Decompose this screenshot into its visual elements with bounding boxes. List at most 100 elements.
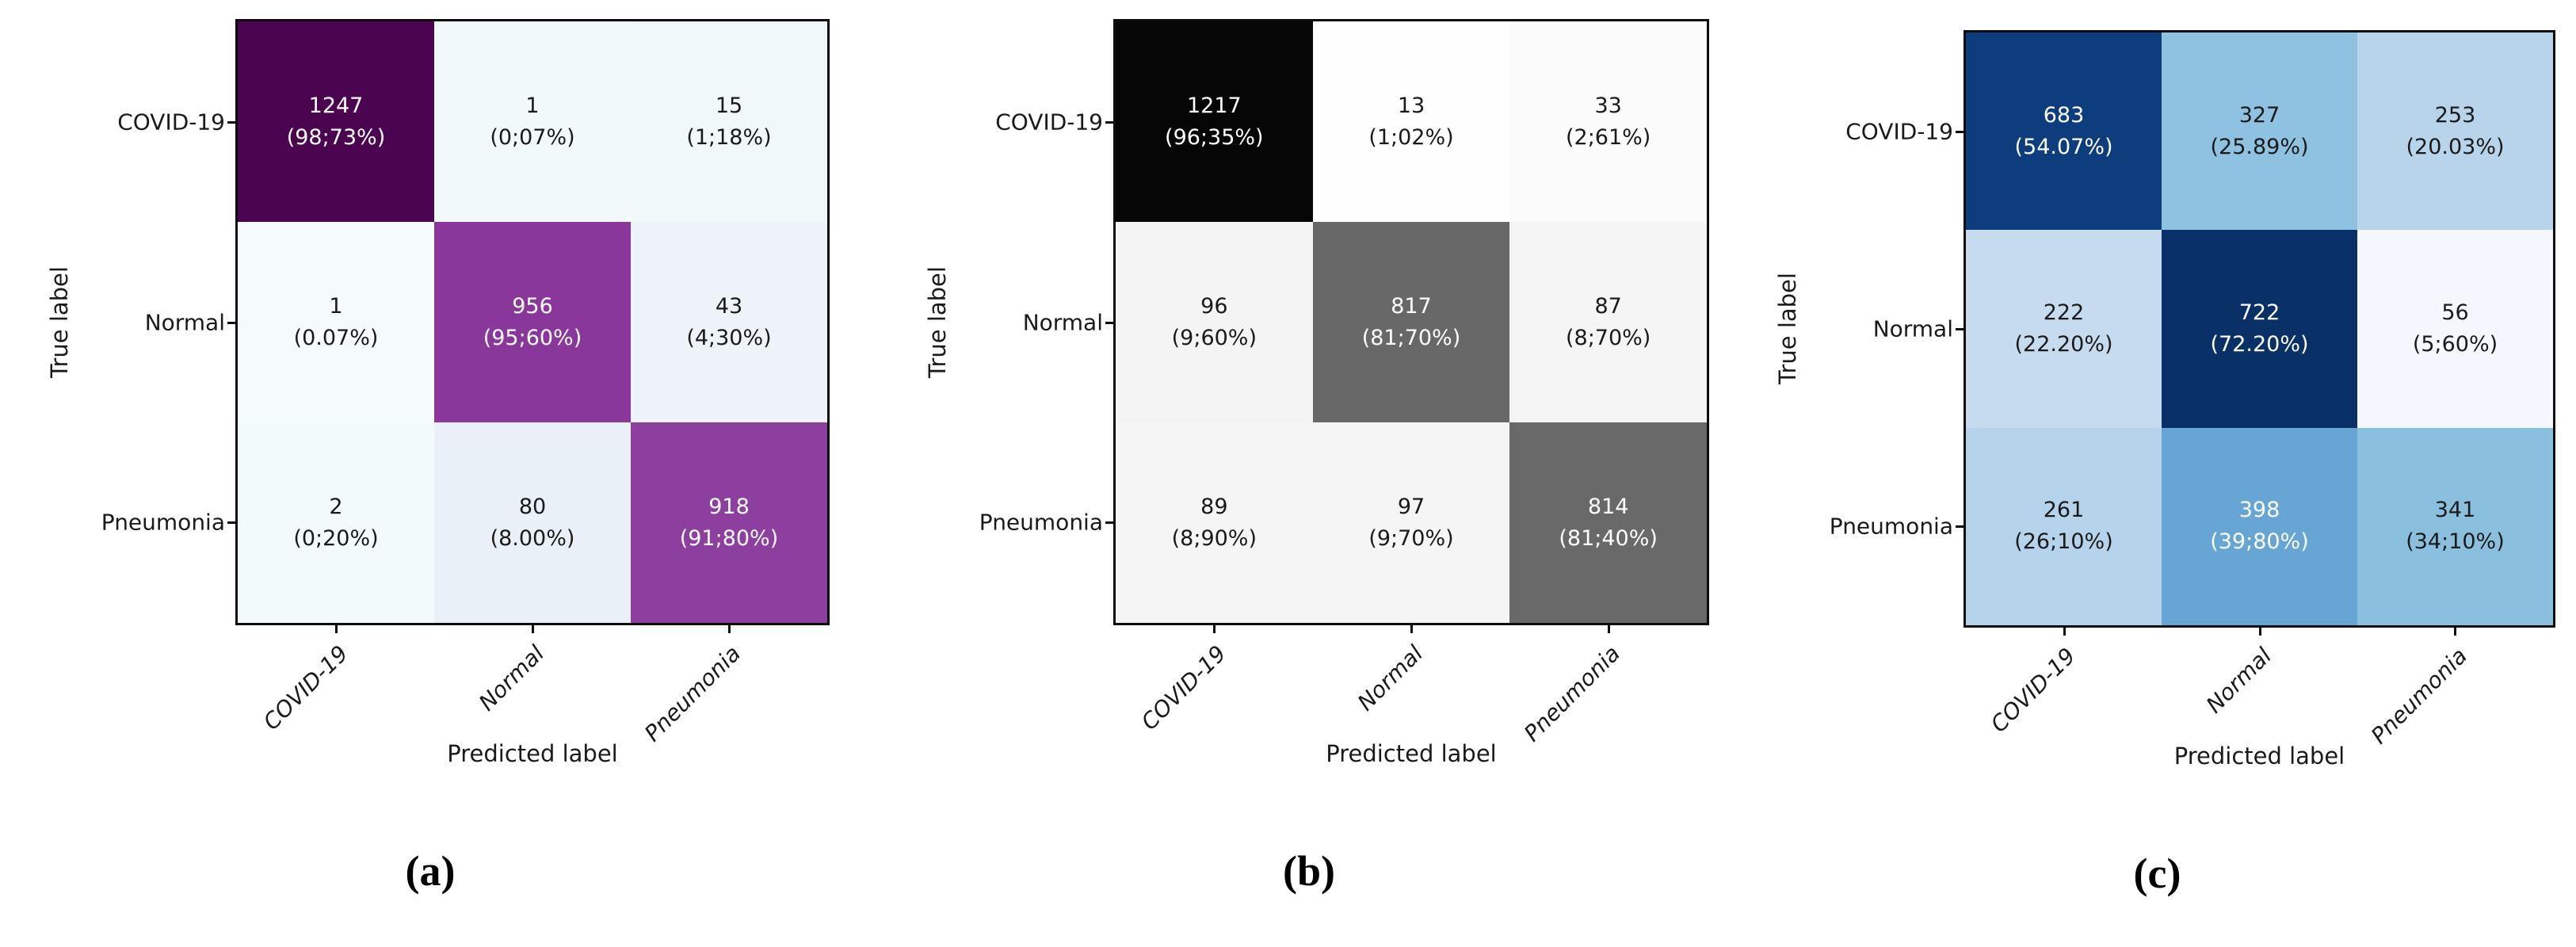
cell-count: 1 bbox=[525, 93, 540, 118]
x-tick-mark bbox=[2258, 628, 2261, 636]
cell-percent: (1;02%) bbox=[1368, 124, 1454, 150]
cell-count: 1 bbox=[329, 293, 343, 319]
cell-r1c0: 222 (22.20%) bbox=[1966, 230, 2162, 428]
y-tick-mark bbox=[1956, 525, 1963, 529]
y-tick-mark bbox=[1105, 521, 1113, 525]
cell-percent: (0.07%) bbox=[293, 325, 379, 350]
x-axis-title: Predicted label bbox=[2173, 743, 2345, 769]
cell-r0c1: 327 (25.89%) bbox=[2162, 32, 2357, 231]
panel-caption: (b) bbox=[1283, 847, 1335, 895]
cell-count: 13 bbox=[1397, 93, 1425, 118]
heatmap-cells: 683(54.07%) 327 (25.89%) 253 (20.03%) 222 (22.… bbox=[1966, 32, 2553, 625]
cell-count: 261 bbox=[2043, 498, 2085, 523]
cell-count: 87 bbox=[1594, 293, 1622, 319]
cell-r0c0: 683(54.07%) bbox=[1966, 32, 2162, 231]
cell-count: 918 bbox=[708, 494, 750, 519]
y-tick-mark bbox=[1956, 130, 1963, 133]
x-tick-mark bbox=[1213, 625, 1216, 633]
cell-percent: (91;80%) bbox=[679, 525, 779, 551]
cell-percent: (22.20%) bbox=[2014, 331, 2113, 357]
cell-count: 814 bbox=[1587, 494, 1629, 519]
y-tick-mark bbox=[227, 521, 235, 525]
cell-percent: (25.89%) bbox=[2210, 134, 2309, 159]
x-tick-label: COVID-19 bbox=[1986, 643, 2081, 738]
cell-count: 956 bbox=[512, 293, 553, 319]
y-tick-label: COVID-19 bbox=[995, 109, 1103, 135]
cell-r2c1: 80(8.00%) bbox=[434, 422, 631, 623]
panel-caption: (a) bbox=[405, 847, 456, 895]
cell-percent: (8;70%) bbox=[1565, 325, 1651, 350]
cell-percent: (2;61%) bbox=[1565, 124, 1651, 150]
cell-count: 89 bbox=[1200, 494, 1228, 519]
x-tick-label: Pneumonia bbox=[2365, 643, 2472, 750]
x-axis-title: Predicted label bbox=[447, 740, 618, 767]
x-tick-mark bbox=[727, 625, 731, 633]
panel-caption: (c) bbox=[2133, 850, 2181, 897]
cell-r2c1: 97 (9;70%) bbox=[1312, 422, 1510, 623]
cell-percent: (26;10%) bbox=[2014, 529, 2113, 555]
cell-count: 56 bbox=[2441, 300, 2469, 325]
y-tick-label: Pneumonia bbox=[1829, 513, 1953, 540]
cell-r1c0: 96(9;60%) bbox=[1116, 222, 1313, 422]
cell-r2c2: 814(81;40%) bbox=[1509, 422, 1707, 623]
x-tick-mark bbox=[335, 625, 338, 633]
cell-count: 683 bbox=[2043, 102, 2085, 128]
cell-count: 96 bbox=[1200, 293, 1228, 319]
cell-count: 2 bbox=[329, 494, 343, 519]
cell-count: 722 bbox=[2238, 300, 2280, 325]
x-tick-mark bbox=[2454, 628, 2457, 636]
cell-r2c1: 398(39;80%) bbox=[2162, 427, 2357, 625]
cell-percent: (39;80%) bbox=[2210, 529, 2309, 555]
y-axis-title: True label bbox=[1774, 273, 1801, 385]
y-tick-label: Normal bbox=[144, 309, 225, 335]
cell-r1c2: 87 (8;70%) bbox=[1509, 222, 1707, 422]
cell-r1c0: 1 (0.07%) bbox=[238, 222, 434, 422]
cell-count: 817 bbox=[1391, 293, 1432, 319]
cell-percent: (8.00%) bbox=[490, 525, 575, 551]
y-tick-label: COVID-19 bbox=[117, 109, 225, 135]
cell-r2c0: 261 (26;10%) bbox=[1966, 427, 2162, 625]
cell-r0c2: 33 (2;61%) bbox=[1509, 21, 1707, 222]
cell-count: 327 bbox=[2238, 102, 2280, 128]
cell-count: 253 bbox=[2434, 102, 2476, 128]
heatmap-cells: 1217(96;35%)13(1;02%)33(2;61%)96(9;60%)8… bbox=[1116, 21, 1707, 623]
cell-r1c2: 56(5;60%) bbox=[2357, 230, 2553, 428]
cell-r0c1: 1 (0;07%) bbox=[434, 21, 631, 222]
cell-r1c1: 956 (95;60%) bbox=[434, 222, 631, 422]
cell-r0c1: 13 (1;02%) bbox=[1312, 21, 1510, 222]
x-axis-title: Predicted label bbox=[1326, 740, 1497, 767]
cell-percent: (9;70%) bbox=[1368, 525, 1454, 551]
y-tick-mark bbox=[1105, 120, 1113, 124]
heatmap-grid: 1217(96;35%)13(1;02%)33(2;61%)96(9;60%)8… bbox=[924, 19, 1709, 895]
cell-percent: (0;07%) bbox=[490, 124, 575, 150]
cell-count: 15 bbox=[715, 93, 743, 118]
cell-r1c2: 43 (4;30%) bbox=[631, 222, 827, 422]
cell-percent: (4;30%) bbox=[686, 325, 772, 350]
cell-r2c0: 2(0;20%) bbox=[238, 422, 434, 623]
y-tick-label: COVID-19 bbox=[1845, 118, 1953, 145]
cell-count: 33 bbox=[1594, 93, 1622, 118]
cell-count: 341 bbox=[2434, 498, 2476, 523]
cell-count: 1247 bbox=[308, 93, 364, 118]
y-tick-mark bbox=[1105, 321, 1113, 324]
cell-percent: (72.20%) bbox=[2210, 331, 2309, 357]
x-tick-mark bbox=[1607, 625, 1610, 633]
cell-percent: (1;18%) bbox=[686, 124, 772, 150]
cell-percent: (34;10%) bbox=[2406, 529, 2505, 555]
cell-count: 222 bbox=[2043, 300, 2085, 325]
cell-percent: (20.03%) bbox=[2406, 134, 2505, 159]
x-tick-mark bbox=[2063, 628, 2066, 636]
cell-r1c1: 722 (72.20%) bbox=[2162, 230, 2357, 428]
cell-count: 97 bbox=[1397, 494, 1425, 519]
y-tick-label: Normal bbox=[1872, 315, 1953, 342]
x-tick-label: Normal bbox=[2200, 643, 2276, 719]
cell-r0c2: 15 (1;18%) bbox=[631, 21, 827, 222]
cell-count: 43 bbox=[715, 293, 743, 319]
cell-r0c2: 253 (20.03%) bbox=[2357, 32, 2553, 231]
cell-percent: (95;60%) bbox=[483, 325, 582, 350]
heatmap-grid: 683(54.07%) 327 (25.89%) 253 (20.03%) 222 (22.… bbox=[1774, 30, 2555, 897]
